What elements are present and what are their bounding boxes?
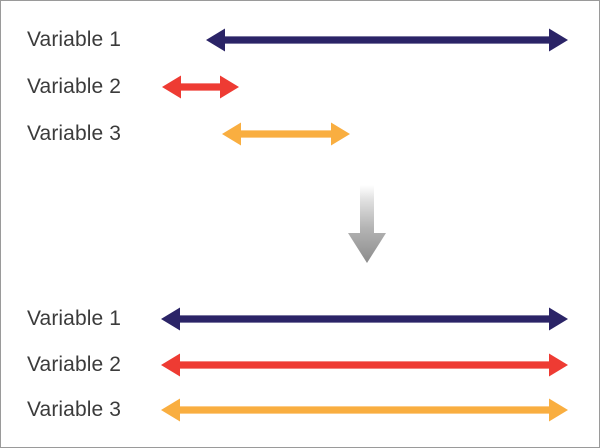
label-variable-1-before: Variable 1	[27, 28, 122, 51]
label-variable-3-before: Variable 3	[27, 122, 122, 145]
label-variable-1-after: Variable 1	[27, 307, 122, 330]
label-variable-2-before: Variable 2	[27, 75, 122, 98]
arrow-variable-2-after	[161, 345, 568, 385]
arrow-variable-3-before	[222, 114, 350, 154]
diagram-row: Variable 3	[1, 114, 599, 154]
arrow-variable-1-before	[206, 20, 568, 60]
arrow-variable-3-after	[161, 390, 568, 430]
label-variable-2-after: Variable 2	[27, 353, 122, 376]
diagram-row: Variable 2	[1, 345, 599, 385]
diagram-row: Variable 3	[1, 390, 599, 430]
diagram-row: Variable 1	[1, 299, 599, 339]
arrow-variable-2-before	[162, 67, 239, 107]
diagram-row: Variable 1	[1, 20, 599, 60]
downward-gradient-arrow-icon	[345, 185, 389, 265]
label-variable-3-after: Variable 3	[27, 398, 122, 421]
diagram-row: Variable 2	[1, 67, 599, 107]
arrow-variable-1-after	[161, 299, 568, 339]
